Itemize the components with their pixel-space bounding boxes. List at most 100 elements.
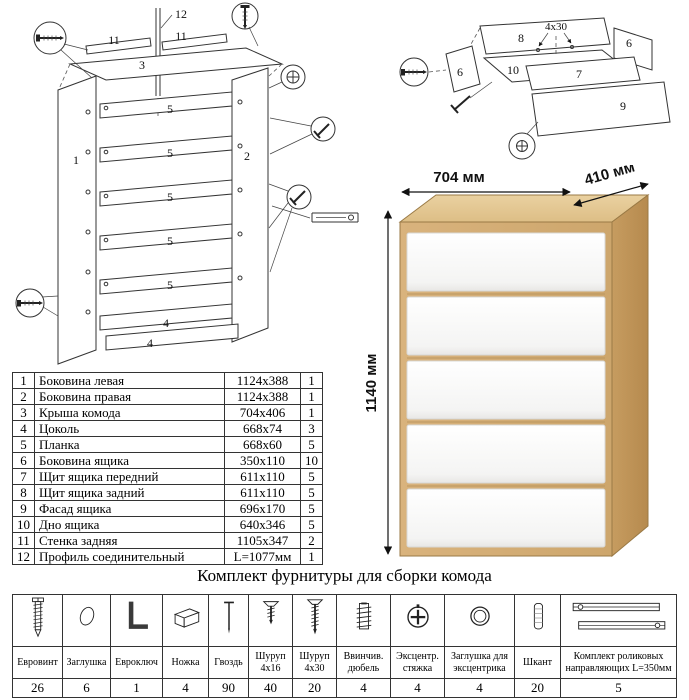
phillips-screw-callout <box>508 121 539 160</box>
table-row: 4 Цоколь 668x74 3 <box>12 420 323 437</box>
screw-callout <box>231 2 259 47</box>
hardware-cell <box>336 594 391 647</box>
part-label-4: 4 <box>147 336 153 350</box>
part-size: 611x110 <box>224 484 301 501</box>
part-qty: 10 <box>300 452 323 469</box>
part-number: 3 <box>12 404 35 421</box>
hardware-label: Заглушка <box>62 646 111 679</box>
hardware-qty: 40 <box>248 678 293 698</box>
part-qty: 2 <box>300 532 323 549</box>
hardware-qty: 1 <box>110 678 163 698</box>
cam-lock-icon <box>406 604 429 628</box>
side-panel-right <box>231 67 269 343</box>
part-number: 5 <box>12 436 35 453</box>
table-row: 3 Крыша комода 704x406 1 <box>12 404 323 421</box>
width-label: 704 мм <box>433 169 484 186</box>
hardware-label: Евровинт <box>12 646 63 679</box>
part-number: 6 <box>12 452 35 469</box>
hardware-label: Шуруп 4х30 <box>292 646 337 679</box>
drawer-side-left <box>445 45 481 93</box>
hardware-label: Шкант <box>514 646 561 679</box>
part-name: Щит ящика задний <box>34 484 225 501</box>
connector-profile <box>155 8 161 96</box>
part-label-11: 11 <box>108 33 120 47</box>
hex-key-icon <box>128 601 148 629</box>
hardware-cell <box>62 594 111 647</box>
hardware-qty: 4 <box>390 678 445 698</box>
height-dimension: 1140 мм <box>363 210 393 555</box>
hardware-label: Гвоздь <box>208 646 249 679</box>
part-qty: 3 <box>300 420 323 437</box>
hardware-qty: 4 <box>336 678 391 698</box>
hardware-labels-row: Евровинт Заглушка Евроключ Ножка Гвоздь … <box>12 646 677 679</box>
back-wall-strip <box>161 33 228 51</box>
part-name: Крыша комода <box>34 404 225 421</box>
part-label-5: 5 <box>167 234 173 248</box>
table-row: 12 Профиль соединительный L=1077мм 1 <box>12 548 323 565</box>
slats <box>99 91 233 295</box>
hardware-cell <box>12 594 63 647</box>
dresser-side-face <box>611 194 649 558</box>
table-row: 8 Щит ящика задний 611x110 5 <box>12 484 323 501</box>
dresser-top-face <box>398 194 650 223</box>
table-row: 11 Стенка задняя 1105x347 2 <box>12 532 323 549</box>
hardware-cell <box>390 594 445 647</box>
hardware-cell <box>444 594 515 647</box>
part-name: Планка <box>34 436 225 453</box>
part-qty: 1 <box>300 404 323 421</box>
dresser-render: 1140 мм 704 мм 410 мм <box>363 165 650 558</box>
drawer-back <box>479 17 611 55</box>
back-wall-strip <box>85 37 152 55</box>
table-row: 7 Щит ящика передний 611x110 5 <box>12 468 323 485</box>
hardware-cell <box>514 594 561 647</box>
part-size: 1105x347 <box>224 532 301 549</box>
table-row: 2 Боковина правая 1124x388 1 <box>12 388 323 405</box>
hardware-qty: 4 <box>162 678 209 698</box>
parts-table: 1 Боковина левая 1124x388 1 2 Боковина п… <box>12 372 323 565</box>
drawer-slides-icon <box>572 602 665 630</box>
part-name: Фасад ящика <box>34 500 225 517</box>
part-label-9: 9 <box>620 99 626 113</box>
hardware-cell <box>162 594 209 647</box>
hardware-cell <box>292 594 337 647</box>
part-qty: 1 <box>300 388 323 405</box>
part-name: Стенка задняя <box>34 532 225 549</box>
part-number: 10 <box>12 516 35 533</box>
screw-callout <box>268 183 312 273</box>
part-number: 11 <box>12 532 35 549</box>
drawer-exploded-diagram: 8 6 6 10 7 9 4x30 <box>399 17 671 160</box>
plug-icon <box>79 606 94 626</box>
part-label-5: 5 <box>167 102 173 116</box>
depth-label: 410 мм <box>583 165 637 189</box>
part-label-11: 11 <box>175 29 187 43</box>
plinth-board <box>99 303 233 331</box>
table-row: 10 Дно ящика 640x346 5 <box>12 516 323 533</box>
part-qty: 5 <box>300 468 323 485</box>
part-label-10: 10 <box>507 63 519 77</box>
leg-icon <box>173 608 200 628</box>
drawer-facade <box>531 81 671 137</box>
part-label-5: 5 <box>167 190 173 204</box>
hardware-qty: 20 <box>292 678 337 698</box>
hardware-icons-row <box>12 594 677 647</box>
side-panel-left <box>57 75 97 365</box>
part-qty: 1 <box>300 372 323 389</box>
height-label: 1140 мм <box>363 354 380 413</box>
table-row: 9 Фасад ящика 696x170 5 <box>12 500 323 517</box>
part-label-5: 5 <box>167 278 173 292</box>
part-qty: 5 <box>300 436 323 453</box>
part-label-6: 6 <box>457 65 463 79</box>
nail-icon <box>223 601 234 634</box>
screw-callout <box>269 116 336 155</box>
threaded-dowel-icon <box>356 602 371 630</box>
drawer-fronts <box>406 232 606 548</box>
part-size: L=1077мм <box>224 548 301 565</box>
part-size: 704x406 <box>224 404 301 421</box>
part-name: Профиль соединительный <box>34 548 225 565</box>
drawer-front <box>525 56 641 91</box>
hardware-label: Комплект роликовых направляющих L=350мм <box>560 646 677 679</box>
part-qty: 5 <box>300 484 323 501</box>
table-row: 6 Боковина ящика 350x110 10 <box>12 452 323 469</box>
hardware-label: Эксцентр. стяжка <box>390 646 445 679</box>
